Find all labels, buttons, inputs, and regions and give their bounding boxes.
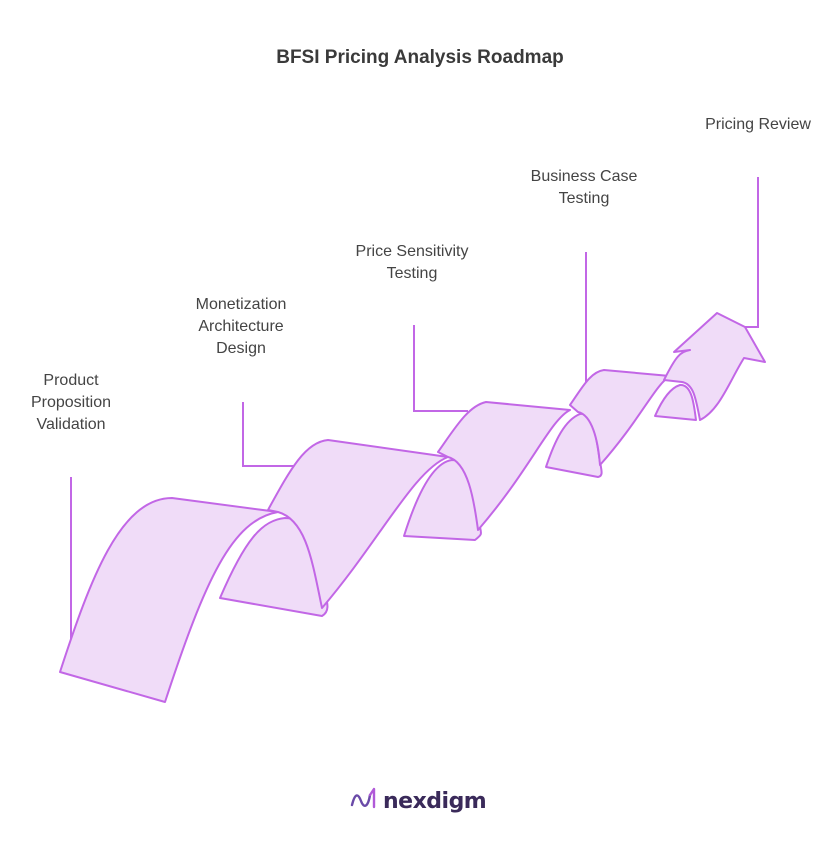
- ribbon-hump-4: [654, 384, 697, 421]
- nexdigm-wave-logo-icon: [349, 785, 377, 818]
- connector-line-2: [242, 402, 300, 467]
- page-title: BFSI Pricing Analysis Roadmap: [276, 47, 564, 68]
- nexdigm-logo: nexdigm: [349, 785, 487, 818]
- step-label-product-proposition-validation: Product Proposition Validation: [30, 372, 112, 433]
- logo-text: nexdigm: [383, 789, 487, 814]
- connector-line-5: [745, 177, 759, 328]
- ribbon-arrow: [663, 312, 766, 421]
- step-label-monetization-architecture-design: Monetization Architecture Design: [195, 296, 287, 357]
- step-label-business-case-testing: Business Case Testing: [530, 168, 638, 207]
- ribbon-segment-3: [437, 401, 571, 531]
- step-label-pricing-review: Pricing Review: [705, 116, 811, 133]
- ribbon-segment-4: [569, 369, 671, 466]
- ribbon-segment-2: [267, 439, 449, 609]
- connector-line-3: [413, 325, 468, 412]
- step-label-price-sensitivity-testing: Price Sensitivity Testing: [355, 243, 469, 282]
